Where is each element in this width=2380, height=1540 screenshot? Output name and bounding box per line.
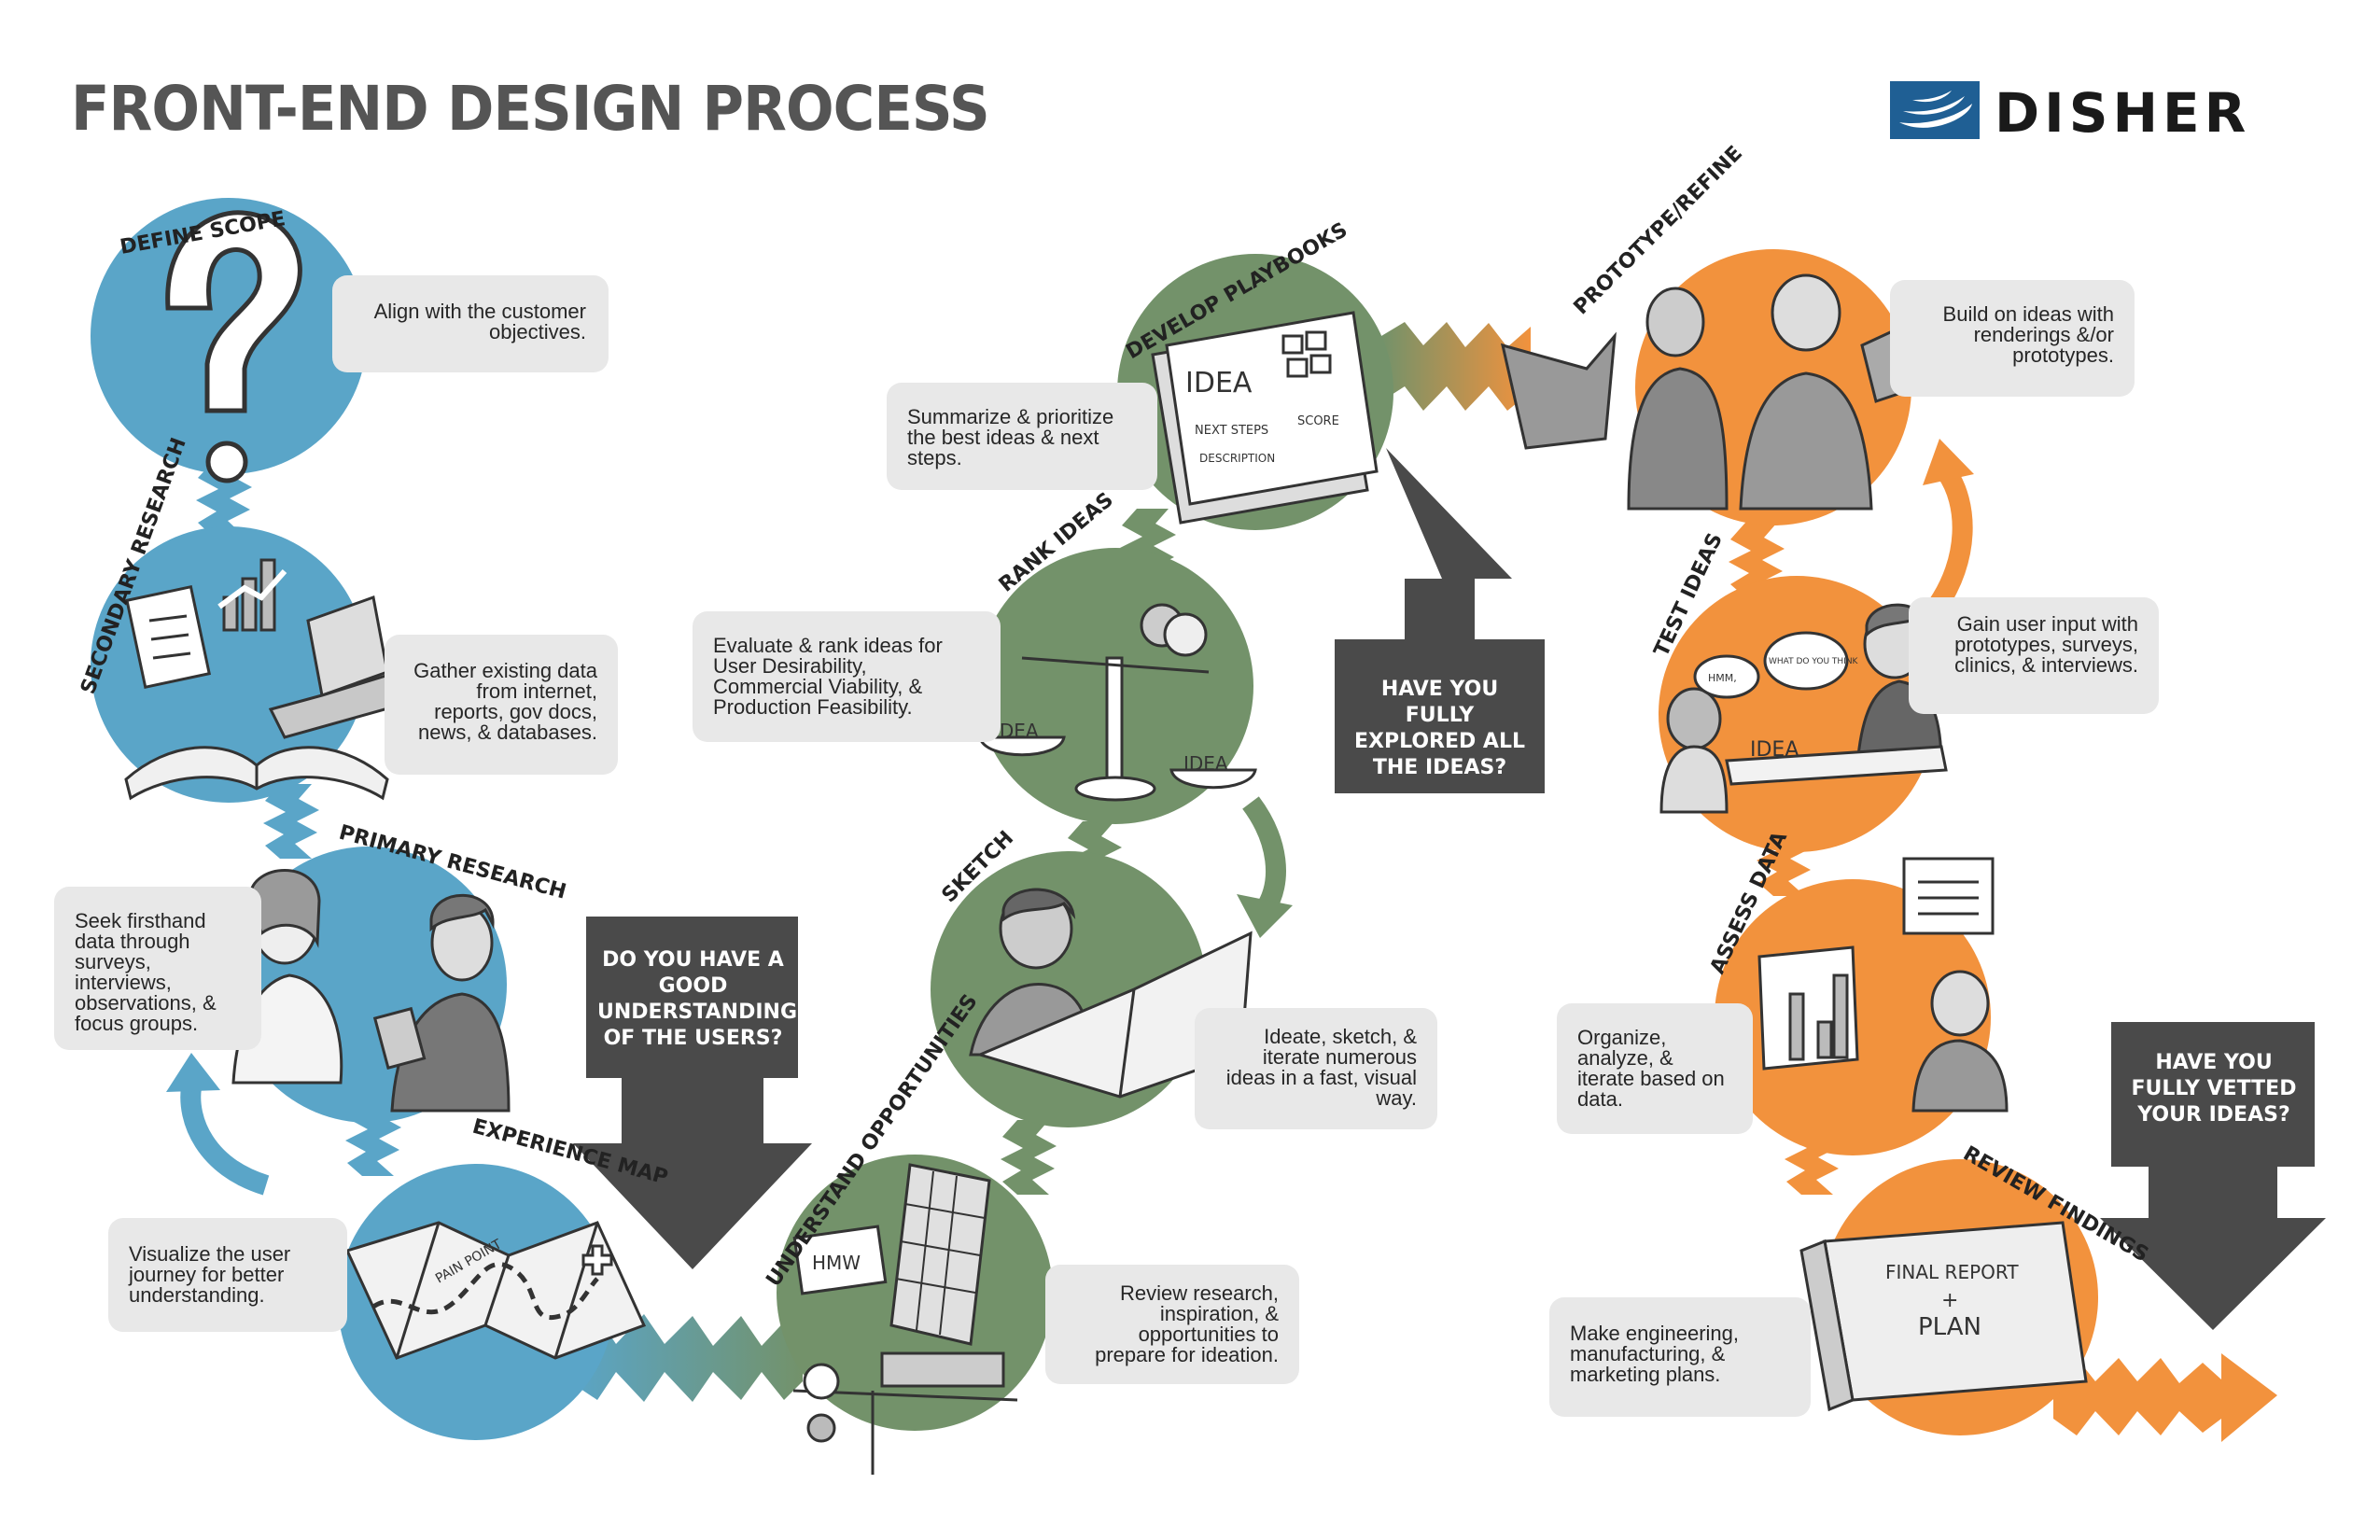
playbook-score-text: SCORE	[1297, 414, 1339, 428]
playbook-icon: IDEA NEXT STEPS SCORE DESCRIPTION	[1151, 311, 1379, 525]
binder-plan-text: PLAN	[1918, 1313, 1981, 1341]
sketch-icon	[969, 888, 1253, 1099]
disher-logo-mark-icon	[1890, 81, 1980, 139]
sticky-notes-icon: HMW	[792, 1163, 1018, 1475]
zigzag-green-to-orange	[1381, 322, 1531, 411]
desc-sketch: Ideate, sketch, & iterate numerous ideas…	[1195, 1008, 1437, 1129]
sticky-hmw-text: HMW	[812, 1252, 861, 1274]
desc-assess-data: Organize, analyze, & iterate based on da…	[1557, 1003, 1753, 1134]
binder-final-report-text: FINAL REPORT	[1885, 1261, 2019, 1283]
desc-rank-ideas: Evaluate & rank ideas for User Desirabil…	[693, 611, 1001, 742]
question-arrow-explored	[1335, 448, 1545, 793]
scale-right-idea-text: IDEA	[1183, 752, 1228, 775]
playbook-next-steps-text: NEXT STEPS	[1195, 424, 1268, 438]
curved-arrow-blue	[166, 1053, 270, 1196]
question-explored: HAVE YOU FULLY EXPLORED ALL THE IDEAS?	[1353, 678, 1525, 779]
zigzag-blue-to-green	[569, 1314, 803, 1402]
desc-test-ideas: Gain user input with prototypes, surveys…	[1909, 597, 2159, 714]
question-arrow-users	[573, 917, 812, 1269]
desc-understand-opportunities: Review research, inspiration, & opportun…	[1045, 1265, 1299, 1384]
playbook-description-text: DESCRIPTION	[1199, 452, 1275, 465]
question-vetted: HAVE YOU FULLY VETTED YOUR IDEAS?	[2131, 1051, 2297, 1127]
disher-logo: DISHER	[1890, 79, 2329, 145]
bubble-what-text: WHAT DO YOU THINK	[1769, 657, 1859, 666]
curved-arrow-green	[1237, 796, 1293, 938]
desc-secondary-research: Gather existing data from internet, repo…	[385, 635, 618, 775]
brand-name: DISHER	[1995, 81, 2251, 145]
research-icon	[124, 558, 403, 801]
desc-experience-map: Visualize the user journey for better un…	[108, 1218, 347, 1332]
question-users: DO YOU HAVE A GOOD UNDERSTANDING OF THE …	[597, 948, 798, 1050]
scale-icon: IDEA IDEA	[978, 603, 1257, 802]
desc-review-findings: Make engineering, manufacturing, & marke…	[1549, 1297, 1811, 1417]
bar-chart-icon	[1757, 857, 2009, 1113]
desc-primary-research: Seek firsthand data through surveys, int…	[54, 887, 261, 1050]
table-idea-text: IDEA	[1750, 738, 1799, 762]
binder-plus-text: +	[1941, 1289, 1958, 1312]
desc-prototype-refine: Build on ideas with renderings &/or prot…	[1890, 280, 2135, 397]
playbook-idea-text: IDEA	[1185, 367, 1253, 399]
question-mark-icon	[165, 210, 302, 483]
final-zigzag-arrow	[2053, 1353, 2277, 1442]
page-title: FRONT-END DESIGN PROCESS	[71, 73, 990, 145]
map-icon: PAIN POINT	[344, 1221, 647, 1360]
binder-icon: FINAL REPORT + PLAN	[1799, 1221, 2088, 1412]
question-arrow-vetted	[2100, 1022, 2326, 1330]
bubble-hmm-text: HMM,	[1708, 672, 1737, 684]
desc-define-scope: Align with the customer objectives.	[332, 275, 609, 372]
scale-left-idea-text: IDEA	[994, 720, 1039, 742]
desc-develop-playbooks: Summarize & prioritize the best ideas & …	[887, 383, 1157, 490]
curved-arrow-orange	[1923, 439, 1974, 613]
